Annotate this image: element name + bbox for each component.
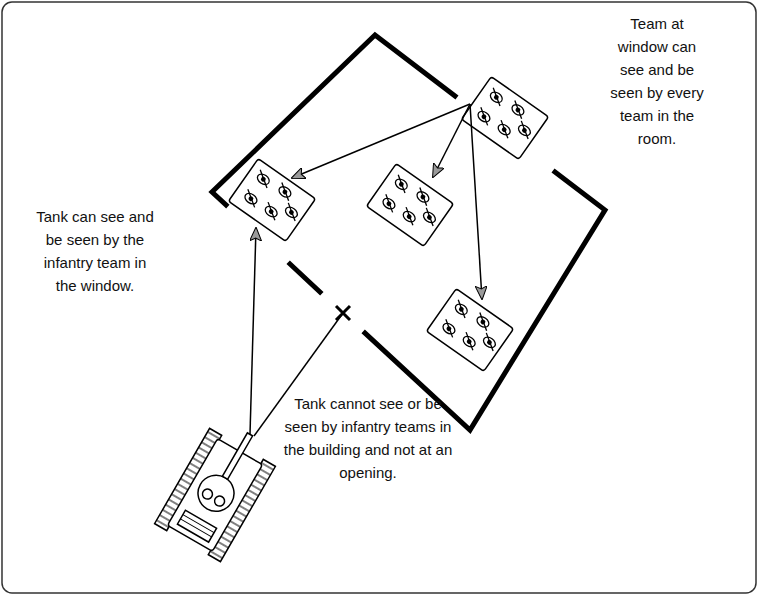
infantry-team <box>461 77 548 160</box>
note-label: Tank cannot see or be seen by infantry t… <box>282 392 454 484</box>
note-label: Team at window can see and be seen by ev… <box>607 12 707 150</box>
building-wall <box>212 35 605 430</box>
sight-arrow <box>470 104 482 299</box>
blocked-sight-line <box>254 313 343 436</box>
sight-arrow <box>250 228 256 434</box>
infantry-team <box>426 289 513 372</box>
sight-arrow <box>433 104 470 177</box>
note-label: Tank can see and be seen by the infantry… <box>36 205 154 297</box>
blocked-mark <box>336 306 350 320</box>
sight-lines <box>250 104 482 436</box>
tank <box>155 415 283 561</box>
infantry-team <box>228 159 315 242</box>
infantry-teams <box>228 77 548 372</box>
infantry-team <box>366 164 453 247</box>
wall-pillar <box>290 264 320 292</box>
sight-arrow <box>292 104 470 178</box>
